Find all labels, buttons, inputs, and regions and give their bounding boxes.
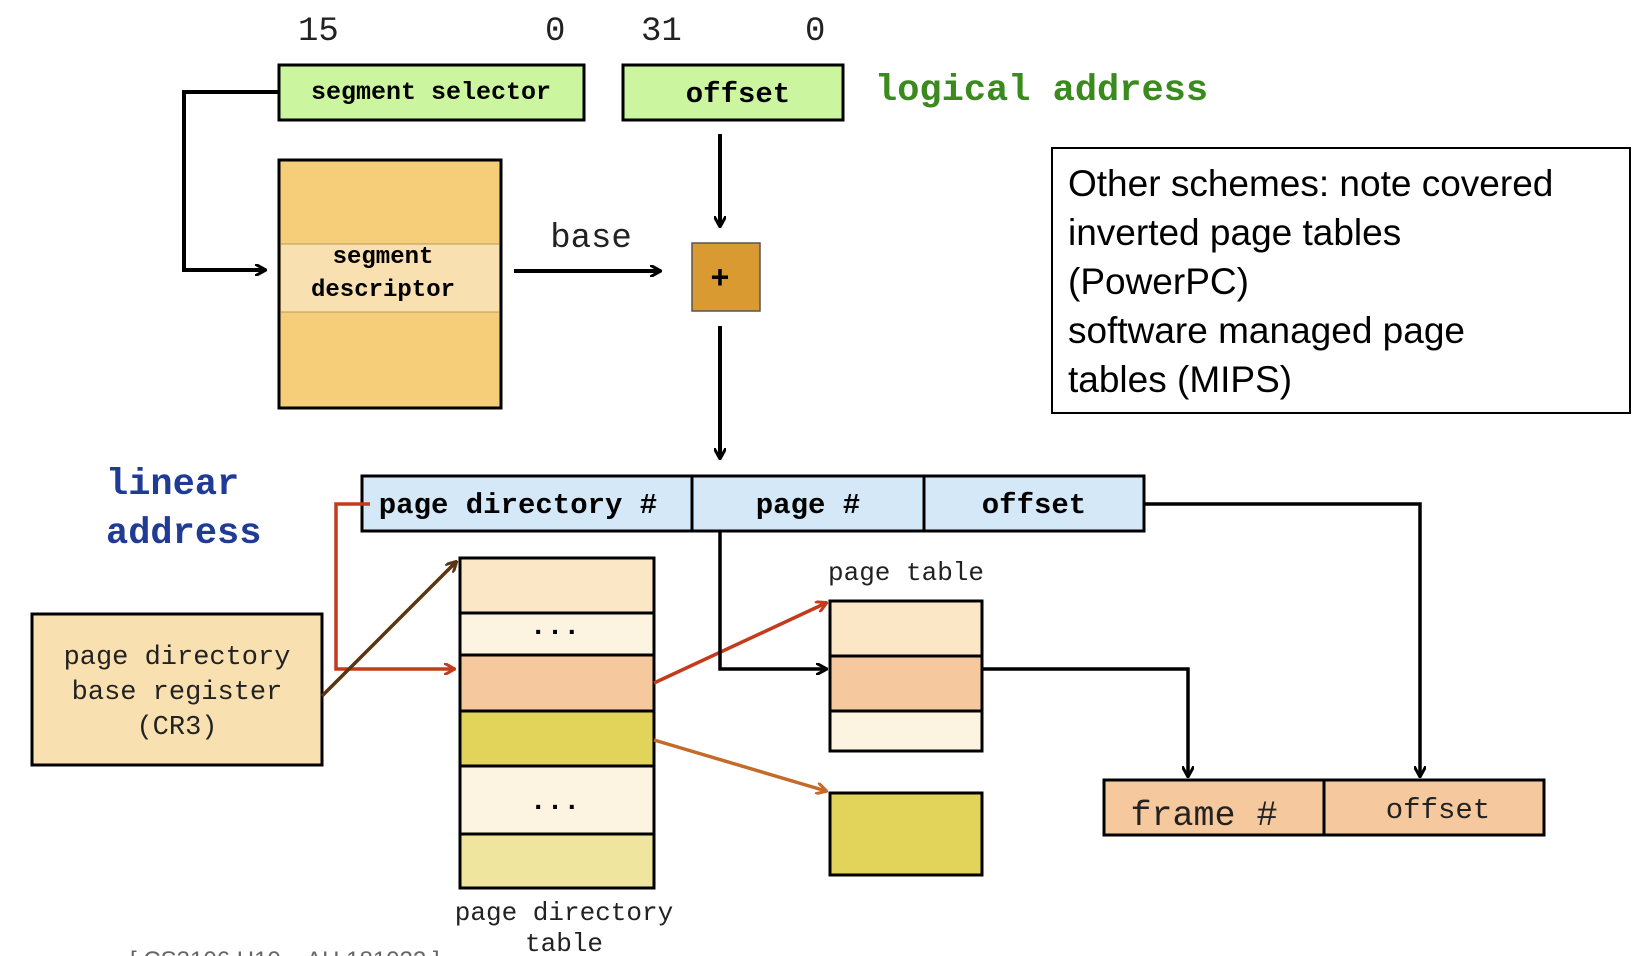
linear-address-box: page directory # page # offset xyxy=(360,474,1146,533)
cr3-label-line1: page directory xyxy=(64,643,291,673)
base-label: base xyxy=(550,220,632,258)
segment-descriptor-label-line2: descriptor xyxy=(311,277,455,304)
segment-selector-box: segment selector xyxy=(277,63,586,122)
page-table-secondary xyxy=(828,791,984,877)
note-line-5: tables (MIPS) xyxy=(1068,359,1292,400)
linear-field-page: page # xyxy=(756,489,860,522)
page-index-arrow xyxy=(718,531,826,669)
logical-address-title: logical address xyxy=(875,70,1208,112)
bit-label-0-selector: 0 xyxy=(545,13,565,51)
page-directory-ellipsis-top: ... xyxy=(530,612,580,643)
dir-entry-to-page-table-arrow xyxy=(653,603,826,685)
bit-label-15: 15 xyxy=(298,13,339,51)
linear-address-title-line2: address xyxy=(106,513,261,555)
physical-address-box: frame # offset xyxy=(1102,778,1546,837)
linear-address-title-line1: linear xyxy=(106,464,239,506)
selector-to-descriptor-arrow xyxy=(182,90,279,270)
dir-index-arrow xyxy=(334,502,454,669)
page-directory-caption-line2: table xyxy=(525,929,603,956)
physical-offset-label: offset xyxy=(1386,794,1490,827)
frame-number-label: frame # xyxy=(1130,796,1277,836)
cr3-register-box: page directory base register (CR3) xyxy=(30,612,324,767)
segment-descriptor-label-line1: segment xyxy=(333,244,434,271)
page-directory-ellipsis-bottom: ... xyxy=(530,787,580,818)
bit-label-31: 31 xyxy=(641,13,682,51)
note-line-4: software managed page xyxy=(1068,310,1465,351)
bit-label-0-offset: 0 xyxy=(805,13,825,51)
segment-descriptor-table: segment descriptor xyxy=(277,158,503,410)
logical-offset-box: offset xyxy=(621,63,845,122)
cr3-label-line3: (CR3) xyxy=(136,713,217,743)
note-box: Other schemes: note covered inverted pag… xyxy=(1051,147,1631,414)
note-line-1: Other schemes: note covered xyxy=(1068,163,1553,204)
note-line-2: inverted page tables xyxy=(1068,212,1401,253)
linear-field-page-directory: page directory # xyxy=(379,489,657,522)
footer-citation: [ CS3106 H10 – AH 181022 ] xyxy=(130,947,440,956)
linear-field-offset: offset xyxy=(982,489,1086,522)
page-directory-table: ... ... xyxy=(458,556,656,890)
note-line-3: (PowerPC) xyxy=(1068,261,1249,302)
dir-entry-to-secondary-table-arrow xyxy=(653,738,826,791)
adder-box: + xyxy=(691,242,761,312)
segment-selector-label: segment selector xyxy=(311,78,551,107)
page-directory-caption-line1: page directory xyxy=(455,898,673,928)
cr3-to-directory-arrow xyxy=(320,562,456,698)
offset-to-physical-arrow xyxy=(1144,502,1420,776)
page-table-caption: page table xyxy=(828,558,984,588)
logical-offset-label: offset xyxy=(686,78,790,111)
page-table xyxy=(828,599,984,753)
page-entry-to-frame-arrow xyxy=(982,667,1188,776)
adder-symbol: + xyxy=(710,261,729,298)
cr3-label-line2: base register xyxy=(72,678,283,708)
